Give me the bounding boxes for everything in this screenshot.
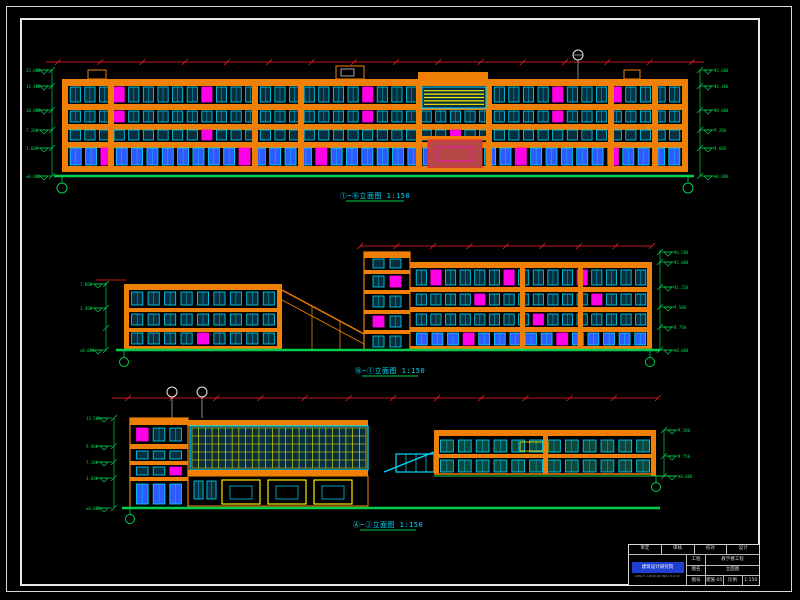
svg-text:3.900: 3.900 [80,306,93,311]
title-block-signature-row: 审定 审核 校对 设计 [629,545,759,555]
tb-cell-design: 设计 [738,546,748,552]
svg-text:10.800: 10.800 [26,108,41,113]
tb-project-label: 工程 [687,555,706,565]
svg-text:±0.000: ±0.000 [80,348,95,353]
sheet-inner-border [20,18,760,586]
tb-scale-label: 比例 [724,576,743,587]
elevation-middle: 7.800 3.900 ±0.000 16.500 15.000 11.250 7.500 3… [80,242,689,377]
svg-text:15.600: 15.600 [714,68,729,73]
tb-drawing-row: 图名 立面图 [687,565,759,577]
company-subtitle: ARCH. DESIGN INSTITUTE [635,575,680,579]
svg-text:7.200: 7.200 [714,128,727,133]
title-block-fields: 工程 教学楼工程 图名 立面图 图号 建施-05 比例 1:150 [687,555,759,587]
svg-text:7.500: 7.500 [674,305,687,310]
tb-number-value: 建施-05 [706,576,724,587]
tb-project-value: 教学楼工程 [721,556,744,562]
tb-cell-check: 审核 [662,545,695,554]
svg-text:7.800: 7.800 [80,282,93,287]
tb-drawing-label: 图名 [687,565,706,576]
svg-text:13.500: 13.500 [86,416,101,421]
elevation-1-label: ①~⑯立面图 1:150 [339,192,411,200]
svg-text:3.600: 3.600 [26,146,39,151]
tb-number-scale-row: 图号 建施-05 比例 1:150 [687,576,759,587]
tb-cell-approve: 审定 [629,545,662,554]
title-block-main: 建筑设计研究院 ARCH. DESIGN INSTITUTE 工程 教学楼工程 … [629,555,759,587]
svg-text:9.900: 9.900 [86,444,99,449]
svg-text:14.400: 14.400 [714,84,729,89]
svg-text:7.200: 7.200 [26,128,39,133]
svg-text:11.250: 11.250 [674,285,689,290]
tb-cell-proof: 校对 [695,545,728,554]
title-block: 审定 审核 校对 设计 建筑设计研究院 ARCH. DESIGN INSTITU… [628,544,760,587]
tb-scale-value: 1:150 [744,577,758,583]
svg-text:3.600: 3.600 [86,476,99,481]
svg-text:15.600: 15.600 [26,68,41,73]
svg-text:±0.000: ±0.000 [86,506,101,511]
elevation-3-label: Ⓐ~Ⓙ立面图 1:150 [352,521,424,529]
svg-text:±0.000: ±0.000 [678,474,693,479]
title-block-company-area: 建筑设计研究院 ARCH. DESIGN INSTITUTE [629,555,687,586]
elevation-bottom: 13.500 9.900 7.200 3.600 ±0.000 7.500 3.750 ±0.… [86,386,693,531]
company-logo: 建筑设计研究院 [631,562,684,574]
sheet-outer-border [6,6,792,592]
svg-text:10.800: 10.800 [714,108,729,113]
svg-text:±0.000: ±0.000 [26,174,41,179]
tb-number-label: 图号 [687,576,706,587]
svg-text:14.400: 14.400 [26,84,41,89]
svg-text:±0.000: ±0.000 [714,174,729,179]
tb-project-row: 工程 教学楼工程 [687,555,759,566]
svg-text:3.600: 3.600 [714,146,727,151]
svg-text:3.750: 3.750 [678,454,691,459]
svg-text:3.750: 3.750 [674,325,687,330]
elevation-2-label: ⑯~①立面图 1:150 [354,367,426,375]
svg-text:16.500: 16.500 [674,250,689,255]
svg-text:15.000: 15.000 [674,260,689,265]
tb-drawing-value: 立面图 [725,567,740,573]
svg-text:±0.000: ±0.000 [674,348,689,353]
svg-text:7.500: 7.500 [678,428,691,433]
svg-text:7.200: 7.200 [86,460,99,465]
elevation-top: 15.600 14.400 10.800 7.200 3.600 ±0.000 15.600… [26,49,729,202]
